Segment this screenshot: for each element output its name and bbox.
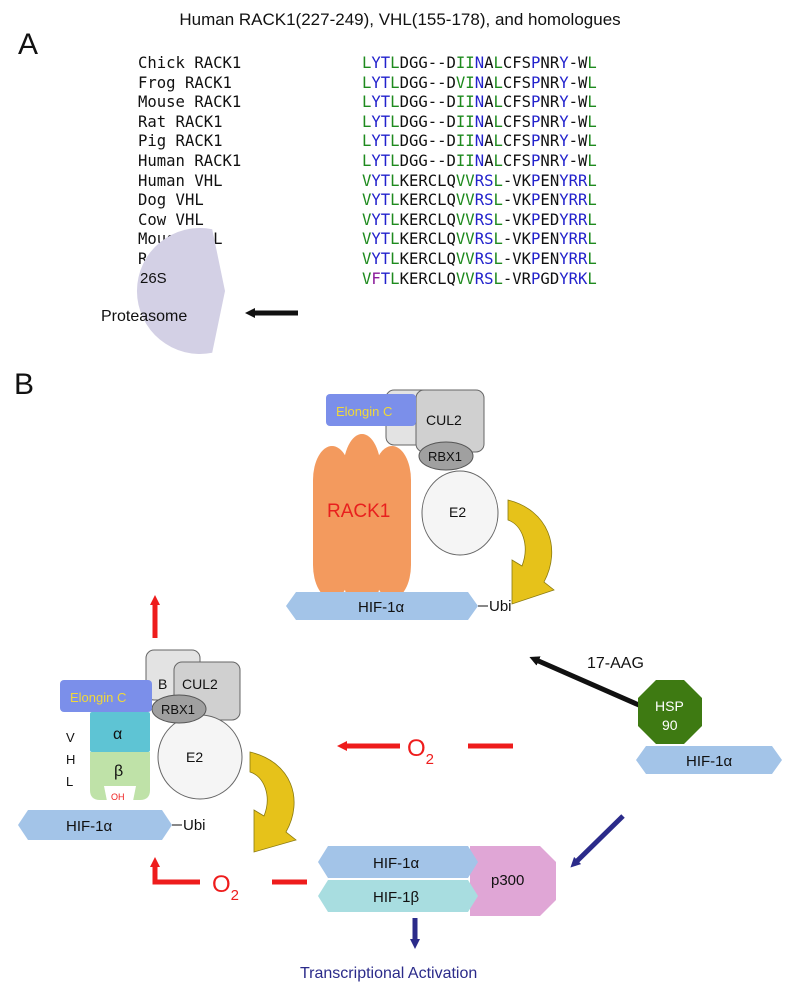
hif1b-label-dimer: HIF-1β <box>373 889 420 906</box>
hif1a-label-hsp: HIF-1α <box>686 753 733 770</box>
sequence-row: VYTLKERCLQVVRSL-VKPENYRRL <box>362 249 597 268</box>
drug-label: 17-AAG <box>587 655 644 672</box>
vhl-letter-l: L <box>66 774 73 789</box>
species-name: Pig RACK1 <box>138 132 223 151</box>
hif1a-box-top <box>286 592 478 620</box>
hif1a-label-top: HIF-1α <box>358 599 405 616</box>
species-name: Mouse RACK1 <box>138 93 242 112</box>
rbx1-label-bottom: RBX1 <box>161 702 195 717</box>
sequence-row: LYTLDGG--DIINALCFSPNRY-WL <box>362 93 597 112</box>
sequence-row: VYTLKERCLQVVRSL-VKPENYRRL <box>362 171 597 190</box>
sequence-row: LYTLDGG--DIINALCFSPNRY-WL <box>362 151 597 170</box>
hsp90-octagon <box>638 680 702 744</box>
oxygen-arrow-bottom <box>155 862 307 885</box>
alignment-title: Human RACK1(227-249), VHL(155-178), and … <box>179 10 621 29</box>
vhl-beta-label: β <box>114 763 123 780</box>
elongin-c-box-bottom <box>60 680 152 712</box>
species-name: Human RACK1 <box>138 151 242 170</box>
vhl-alpha-label: α <box>113 726 122 743</box>
drug-arrow <box>529 656 650 712</box>
ubi-label-top: Ubi <box>489 598 512 615</box>
vhl-letter-v: V <box>66 730 75 745</box>
cul2-label-bottom: CUL2 <box>182 676 218 692</box>
species-name: Dog VHL <box>138 191 204 210</box>
b-label-bottom: B <box>158 676 167 692</box>
proteasome-label: Proteasome <box>101 308 187 325</box>
transcription-label: Transcriptional Activation <box>300 965 477 982</box>
dimerization-arrow <box>570 814 625 868</box>
ubiquitination-arrow-top <box>507 499 555 605</box>
sequence-row: LYTLDGG--DIINALCFSPNRY-WL <box>362 132 597 151</box>
sequence-row: LYTLDGG--DIINALCFSPNRY-WL <box>362 54 597 72</box>
rack1-label: RACK1 <box>327 501 390 522</box>
e2-circle-top <box>421 470 499 556</box>
sequence-row: LYTLDGG--DVINALCFSPNRY-WL <box>362 73 597 92</box>
rbx1-oval-top <box>418 441 474 471</box>
ubiquitination-arrow-bottom <box>249 751 297 853</box>
e2-label-bottom: E2 <box>186 749 203 765</box>
vhl-alpha-box <box>90 712 150 752</box>
oxygen-label-middle: O2 <box>407 735 434 768</box>
species-name: Frog RACK1 <box>138 73 232 92</box>
elongin-c-box-top <box>326 394 416 426</box>
hydroxyl-pocket <box>104 786 136 806</box>
proteasome-shape <box>136 228 225 355</box>
e2-label-top: E2 <box>449 504 466 520</box>
sequence-row: VYTLKERCLQVVRSL-VKPENYRRL <box>362 191 597 210</box>
hsp-label: HSP <box>655 698 684 714</box>
rack1-shape <box>313 434 411 611</box>
sequence-row: LYTLDGG--DIINALCFSPNRY-WL <box>362 112 597 131</box>
hif1a-box-hsp <box>636 746 782 774</box>
rbx1-oval-bottom <box>151 694 207 724</box>
panel-a-letter: A <box>18 28 39 61</box>
rbx1-label-top: RBX1 <box>428 449 462 464</box>
proteasome-26s-label: 26S <box>140 270 167 287</box>
species-name: Cow VHL <box>138 210 204 229</box>
oxygen-label-bottom: O2 <box>212 871 239 904</box>
hif1a-label-bottom-left: HIF-1α <box>66 818 113 835</box>
elongin-c-label-top: Elongin C <box>336 404 392 419</box>
hif1b-box-dimer <box>318 880 478 912</box>
vhl-letter-h: H <box>66 752 75 767</box>
hif1a-label-dimer: HIF-1α <box>373 855 420 872</box>
sequence-row: VYTLKERCLQVVRSL-VKPENYRRL <box>362 230 597 249</box>
hif1a-box-dimer <box>318 846 478 878</box>
sequence-row: VFTLKERCLQVVRSL-VRPGDYRKL <box>362 269 597 288</box>
ubi-label-bottom: Ubi <box>183 817 206 834</box>
cul2-label-top: CUL2 <box>426 412 462 428</box>
hif1a-box-bottom-left <box>18 810 172 840</box>
species-name: Rat RACK1 <box>138 112 223 131</box>
elongin-c-label-bottom: Elongin C <box>70 690 126 705</box>
panel-b-letter: B <box>14 368 35 401</box>
species-name: Chick RACK1 <box>138 54 242 72</box>
p300-label: p300 <box>491 872 524 889</box>
p300-shape <box>470 846 556 916</box>
hsp-90-label: 90 <box>662 717 678 733</box>
oh-label: OH <box>111 792 125 802</box>
sequence-row: VYTLKERCLQVVRSL-VKPEDYRRL <box>362 210 597 229</box>
species-name: Human VHL <box>138 171 223 190</box>
